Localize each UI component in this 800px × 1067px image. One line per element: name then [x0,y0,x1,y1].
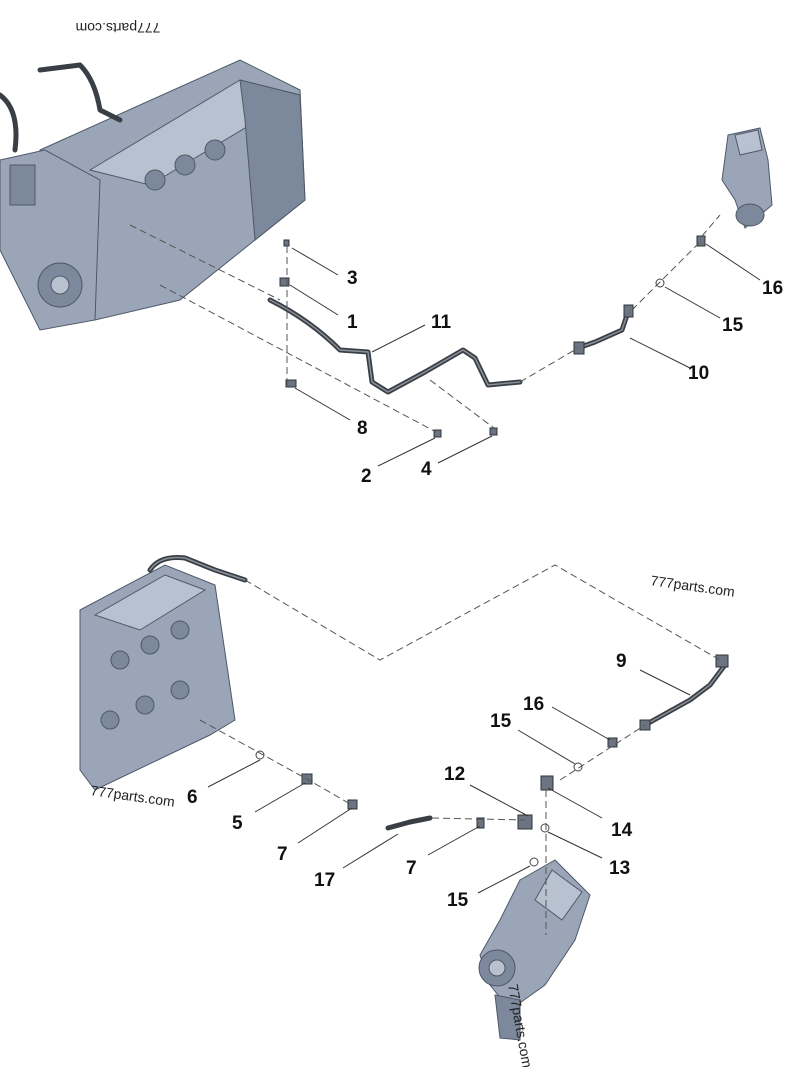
callout-label: 15 [447,890,469,911]
leader-lines-bottom [207,669,691,894]
callout-label: 16 [762,278,783,299]
watermark-right: 777parts.com [650,572,736,600]
callouts-bottom: 9 16 15 12 6 5 7 17 7 14 13 15 [187,651,633,911]
callout-label: 10 [688,363,709,384]
callout-label: 15 [490,711,512,732]
callout-label: 13 [609,858,630,879]
callout-label: 5 [232,813,243,834]
turbocharger-bottom [478,859,591,1041]
watermark-top: 777parts.com [76,20,161,36]
callout-label: 14 [611,820,633,841]
callout-label: 15 [722,315,744,336]
callout-label: 16 [523,694,544,715]
oil-return-tube-bottom [255,654,729,867]
engine-block-bottom [79,555,248,791]
callout-label: 1 [347,312,358,333]
callout-label: 8 [357,418,368,439]
callout-label: 7 [277,844,288,865]
callout-label: 11 [431,312,452,333]
callout-label: 17 [314,870,335,891]
dashed-assembly-lines-bottom [199,564,721,935]
callout-label: 4 [421,459,432,480]
engine-block-top [0,59,306,331]
leader-lines-top [289,243,761,467]
callout-label: 12 [444,764,465,785]
callout-label: 3 [347,268,358,289]
callout-label: 9 [616,651,627,672]
callout-label: 2 [361,466,372,487]
thermostat-housing-top [721,127,773,229]
watermark-left: 777parts.com [90,782,176,810]
callouts-top: 3 1 11 8 2 4 10 15 16 [347,268,783,487]
oil-tube-top [267,235,706,438]
callout-label: 6 [187,787,198,808]
callout-label: 7 [406,858,417,879]
dashed-assembly-lines-top [129,214,721,433]
